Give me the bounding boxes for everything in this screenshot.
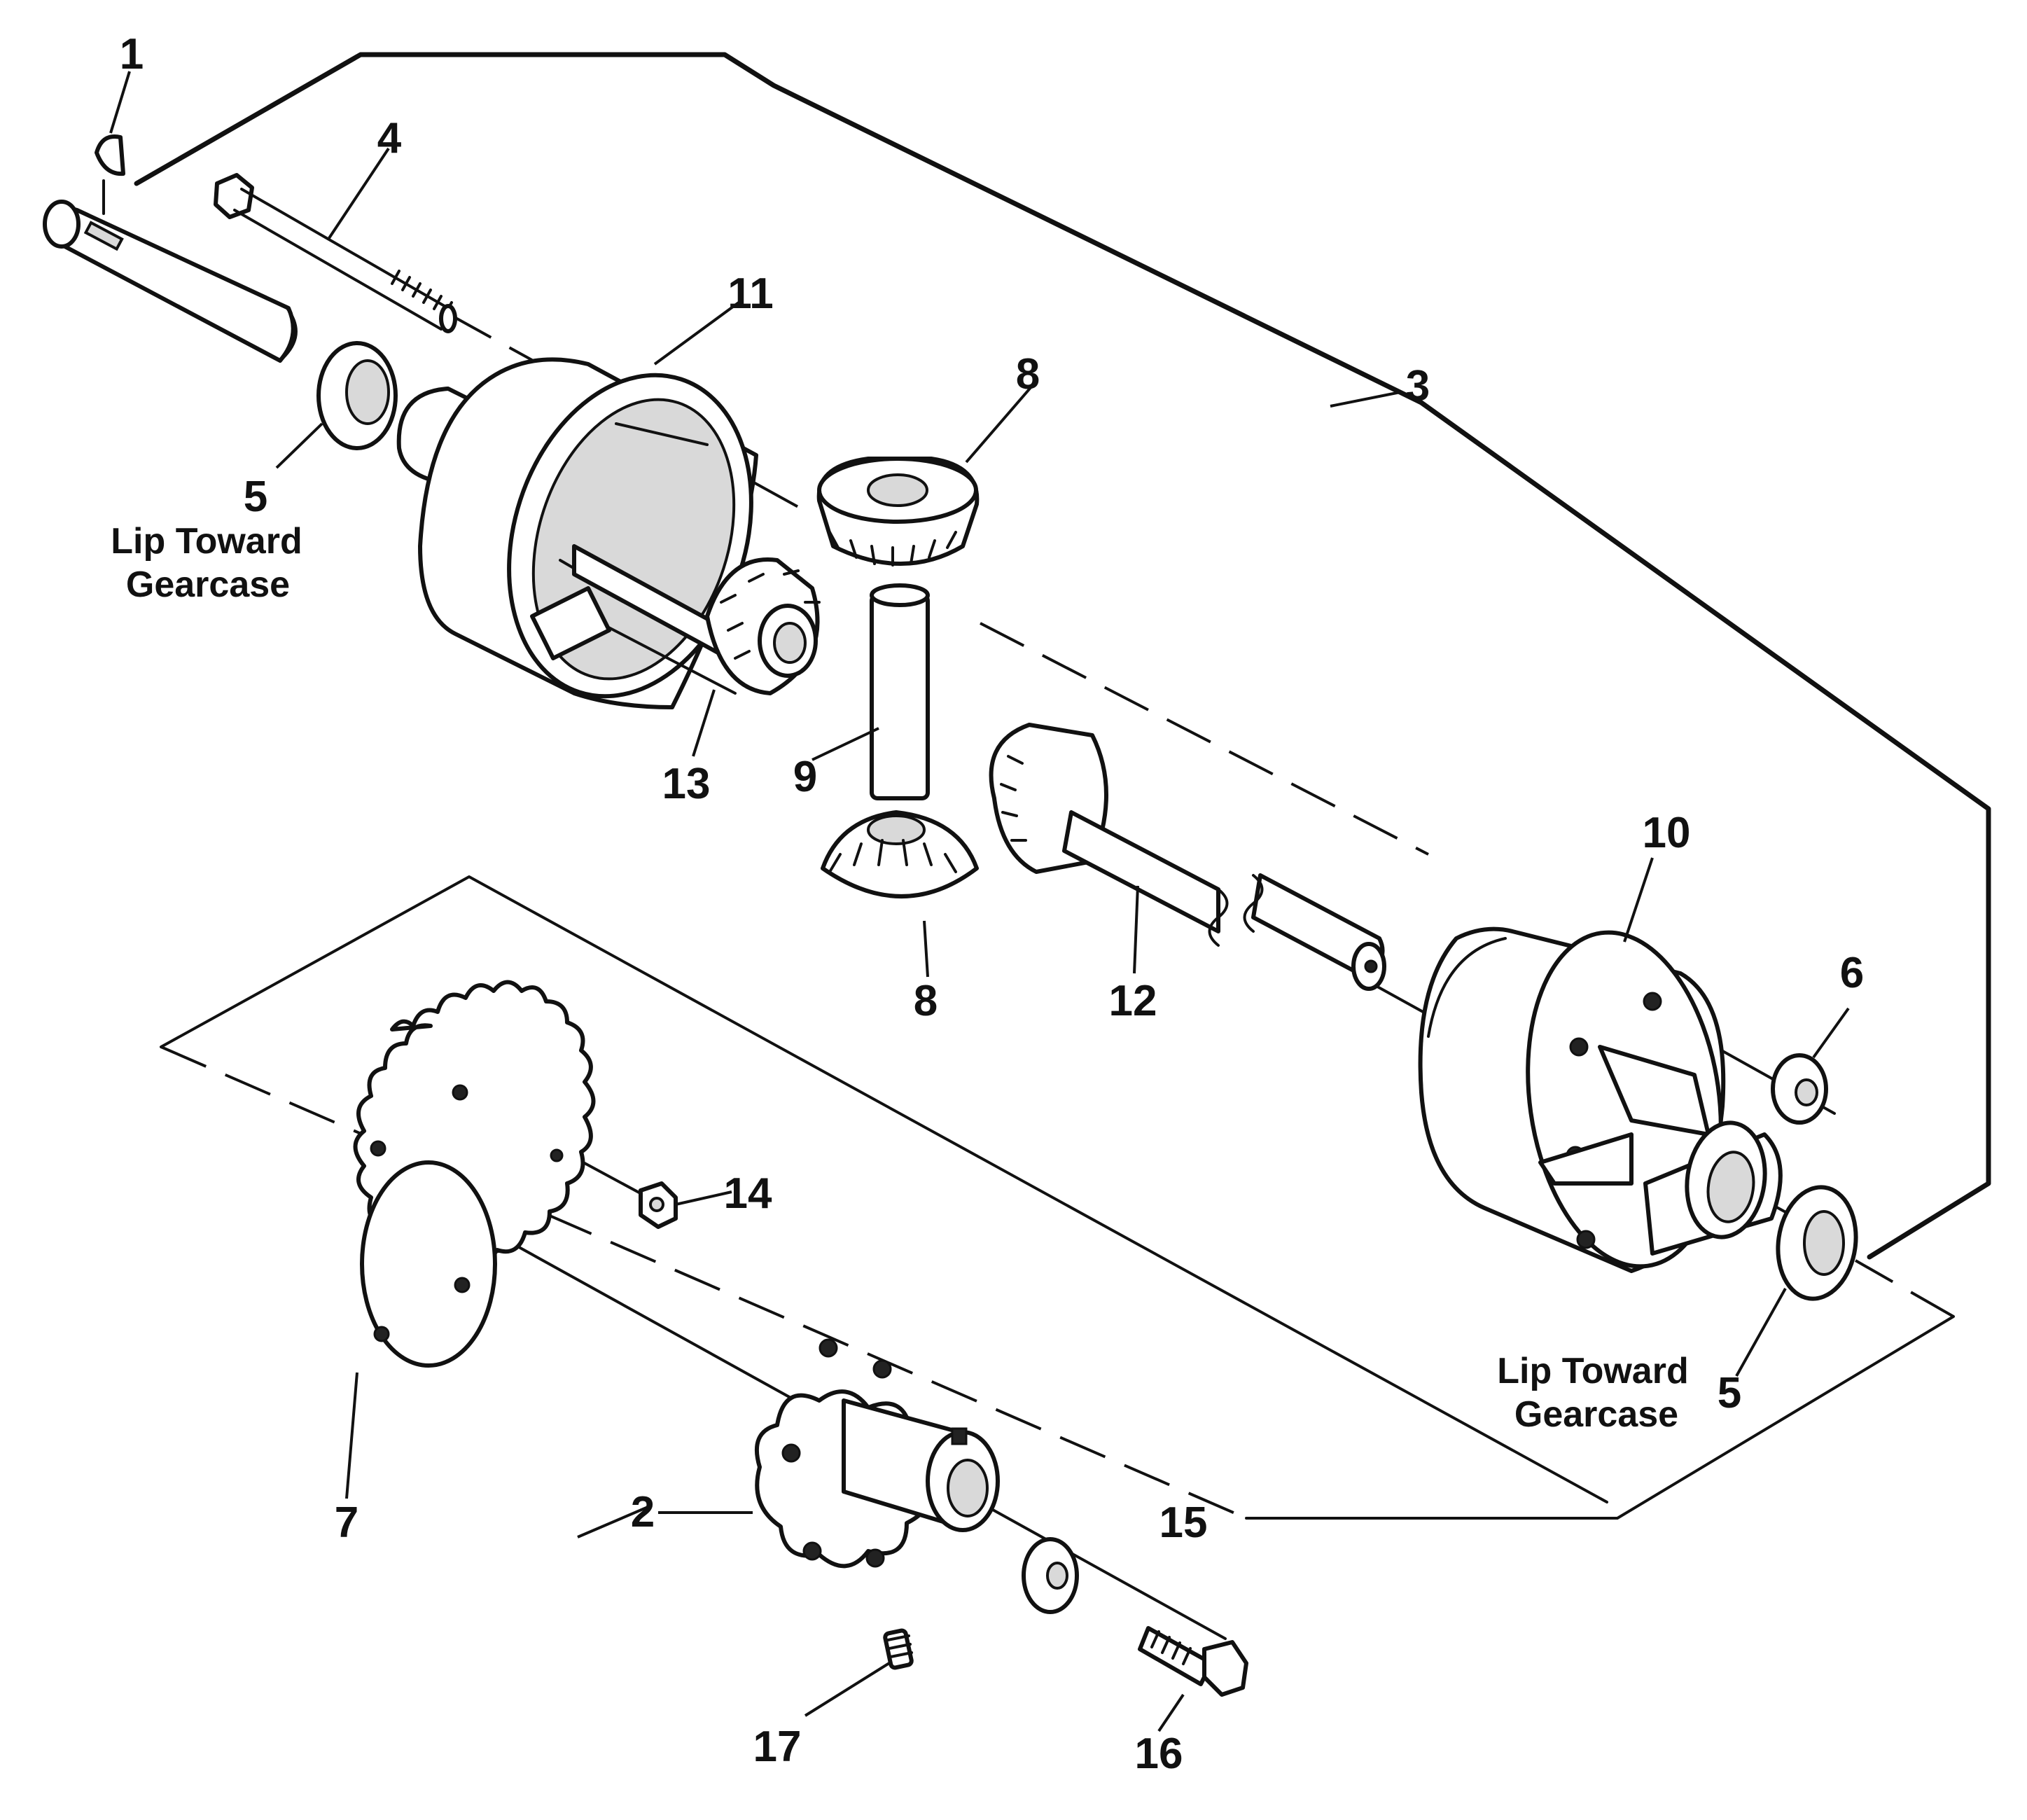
callout-8-bottom: 8	[914, 977, 938, 1025]
callout-17: 17	[753, 1723, 802, 1771]
left-axle-shaft	[43, 200, 298, 363]
callout-1: 1	[120, 30, 144, 78]
woodruff-key-part-1	[95, 134, 125, 215]
seal-left-part-5	[316, 341, 398, 450]
differential-housing-part-10	[1418, 926, 1783, 1273]
washer-part-15	[1022, 1537, 1079, 1614]
callout-3: 3	[1406, 362, 1430, 410]
long-bolt-part-4	[214, 173, 457, 333]
cross-pin-part-9	[870, 583, 930, 800]
note-right-line-2: Gearcase	[1514, 1394, 1678, 1435]
callout-5-left: 5	[244, 473, 267, 521]
callout-13: 13	[662, 760, 711, 808]
note-left-line-1: Lip Toward	[111, 521, 302, 562]
sprocket-group-box	[160, 875, 1955, 1520]
note-left-line-2: Gearcase	[126, 564, 290, 605]
callout-15: 15	[1159, 1499, 1208, 1547]
callout-6: 6	[1840, 949, 1864, 997]
callout-12: 12	[1109, 977, 1157, 1025]
leader-lines	[109, 71, 1850, 1732]
callout-10: 10	[1643, 809, 1691, 857]
set-screw-part-17	[883, 1628, 914, 1670]
callout-11: 11	[727, 270, 774, 318]
pinion-gear-bottom-part-8	[821, 810, 979, 898]
callout-2: 2	[631, 1488, 655, 1536]
nut-part-14	[639, 1181, 678, 1229]
spacer-part-6	[1771, 1053, 1828, 1125]
callout-8-top: 8	[1016, 350, 1040, 398]
gear-and-shaft-part-12	[989, 723, 1386, 991]
bevel-gear-part-13	[705, 557, 821, 695]
assembly-bracket	[134, 52, 1991, 1260]
sprocket-part-7	[353, 980, 596, 1368]
callout-labels: 1 2 3 4 5 5 6 7 8 8 9 10 11 12 13 14 15 …	[120, 30, 1864, 1778]
differential-housing-part-11	[396, 357, 758, 709]
callout-9: 9	[793, 753, 817, 801]
note-right-line-1: Lip Toward	[1497, 1351, 1688, 1391]
hex-bolt-part-16	[1138, 1626, 1248, 1697]
callout-4: 4	[377, 114, 402, 162]
callout-14: 14	[724, 1169, 772, 1218]
installation-notes: Lip Toward Gearcase Lip Toward Gearcase	[111, 521, 1688, 1435]
callout-7: 7	[335, 1499, 358, 1547]
callout-16: 16	[1135, 1730, 1183, 1778]
callout-5-right: 5	[1718, 1369, 1741, 1417]
hub-flange-part-2	[754, 1338, 1000, 1569]
pinion-gear-top-part-8	[816, 457, 980, 567]
seal-right-part-5	[1776, 1185, 1858, 1301]
